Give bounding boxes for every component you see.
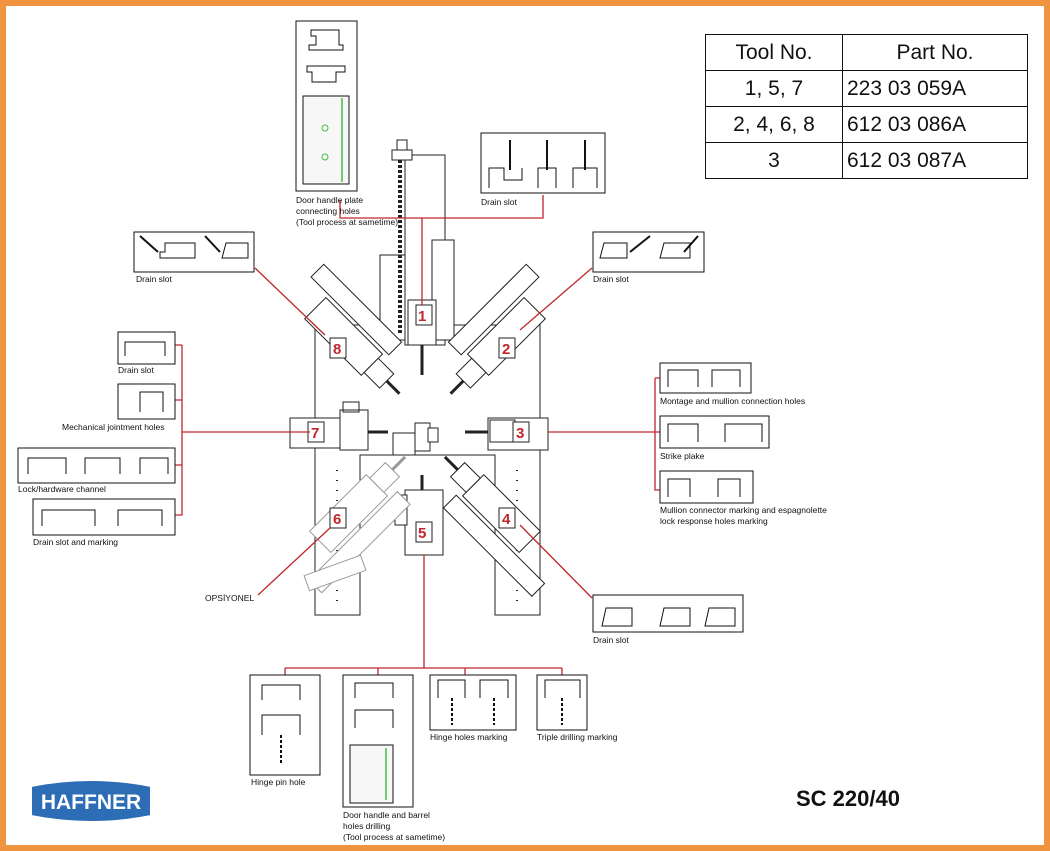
detail-boxes — [17, 20, 770, 808]
label-hinge-holes: Hinge holes marking — [430, 732, 508, 742]
label-drain-bottom-right: Drain slot — [593, 635, 630, 645]
label-handle-plate-3: (Tool process at sametime) — [296, 217, 398, 227]
label-lock-hardware: Lock/hardware channel — [18, 484, 106, 494]
table-row: 3 612 03 087A — [705, 142, 1028, 179]
table-cell-tool: 2, 4, 6, 8 — [705, 106, 843, 143]
tool-number-2: 2 — [502, 341, 510, 358]
tool-number-4: 4 — [502, 511, 511, 528]
tool-number-8: 8 — [333, 341, 341, 358]
label-drain-top: Drain slot — [481, 197, 518, 207]
label-mullion-connector-2: lock response holes marking — [660, 516, 768, 526]
machine-body — [289, 139, 549, 616]
tool-number-3: 3 — [516, 425, 524, 442]
diagram-labels: Door handle plate connecting holes (Tool… — [18, 195, 827, 842]
label-triple-drilling: Triple drilling marking — [537, 732, 618, 742]
table-cell-tool: 1, 5, 7 — [705, 70, 843, 107]
table-cell-tool: 3 — [705, 142, 843, 179]
table-row: 2, 4, 6, 8 612 03 086A — [705, 106, 1028, 143]
parts-table: Tool No. Part No. 1, 5, 7 223 03 059A 2,… — [705, 34, 1028, 179]
label-door-handle-3: (Tool process at sametime) — [343, 832, 445, 842]
label-door-handle-1: Door handle and barrel — [343, 810, 430, 820]
header-tool-no: Tool No. — [705, 34, 843, 71]
table-cell-part: 612 03 086A — [842, 106, 1028, 143]
label-door-handle-2: holes drilling — [343, 821, 391, 831]
table-row: 1, 5, 7 223 03 059A — [705, 70, 1028, 107]
tool-number-5: 5 — [418, 525, 426, 542]
label-left-drain: Drain slot — [118, 365, 155, 375]
haffner-logo: HAFFNER — [30, 779, 152, 823]
model-name: SC 220/40 — [796, 786, 900, 811]
logo-text: HAFFNER — [41, 791, 141, 814]
label-montage-mullion: Montage and mullion connection holes — [660, 396, 805, 406]
label-drain-right: Drain slot — [593, 274, 630, 284]
label-mechanical-jointment: Mechanical jointment holes — [62, 422, 165, 432]
label-hinge-pin: Hinge pin hole — [251, 777, 306, 787]
label-mullion-connector-1: Mullion connector marking and espagnolet… — [660, 505, 827, 515]
label-handle-plate-2: connecting holes — [296, 206, 360, 216]
callout-lines — [175, 195, 660, 675]
label-drain-left: Drain slot — [136, 274, 173, 284]
tool-number-1: 1 — [418, 308, 426, 325]
label-drain-marking: Drain slot and marking — [33, 537, 118, 547]
tool-number-6: 6 — [333, 511, 341, 528]
tool-number-labels: 1 2 3 4 5 6 7 8 — [307, 304, 530, 543]
tool-number-7: 7 — [311, 425, 319, 442]
label-handle-plate-1: Door handle plate — [296, 195, 363, 205]
table-cell-part: 612 03 087A — [842, 142, 1028, 179]
header-part-no: Part No. — [842, 34, 1028, 71]
label-strike-plake: Strike plake — [660, 451, 705, 461]
label-optional: OPSİYONEL — [205, 593, 254, 603]
table-cell-part: 223 03 059A — [842, 70, 1028, 107]
parts-table-header: Tool No. Part No. — [705, 34, 1028, 71]
